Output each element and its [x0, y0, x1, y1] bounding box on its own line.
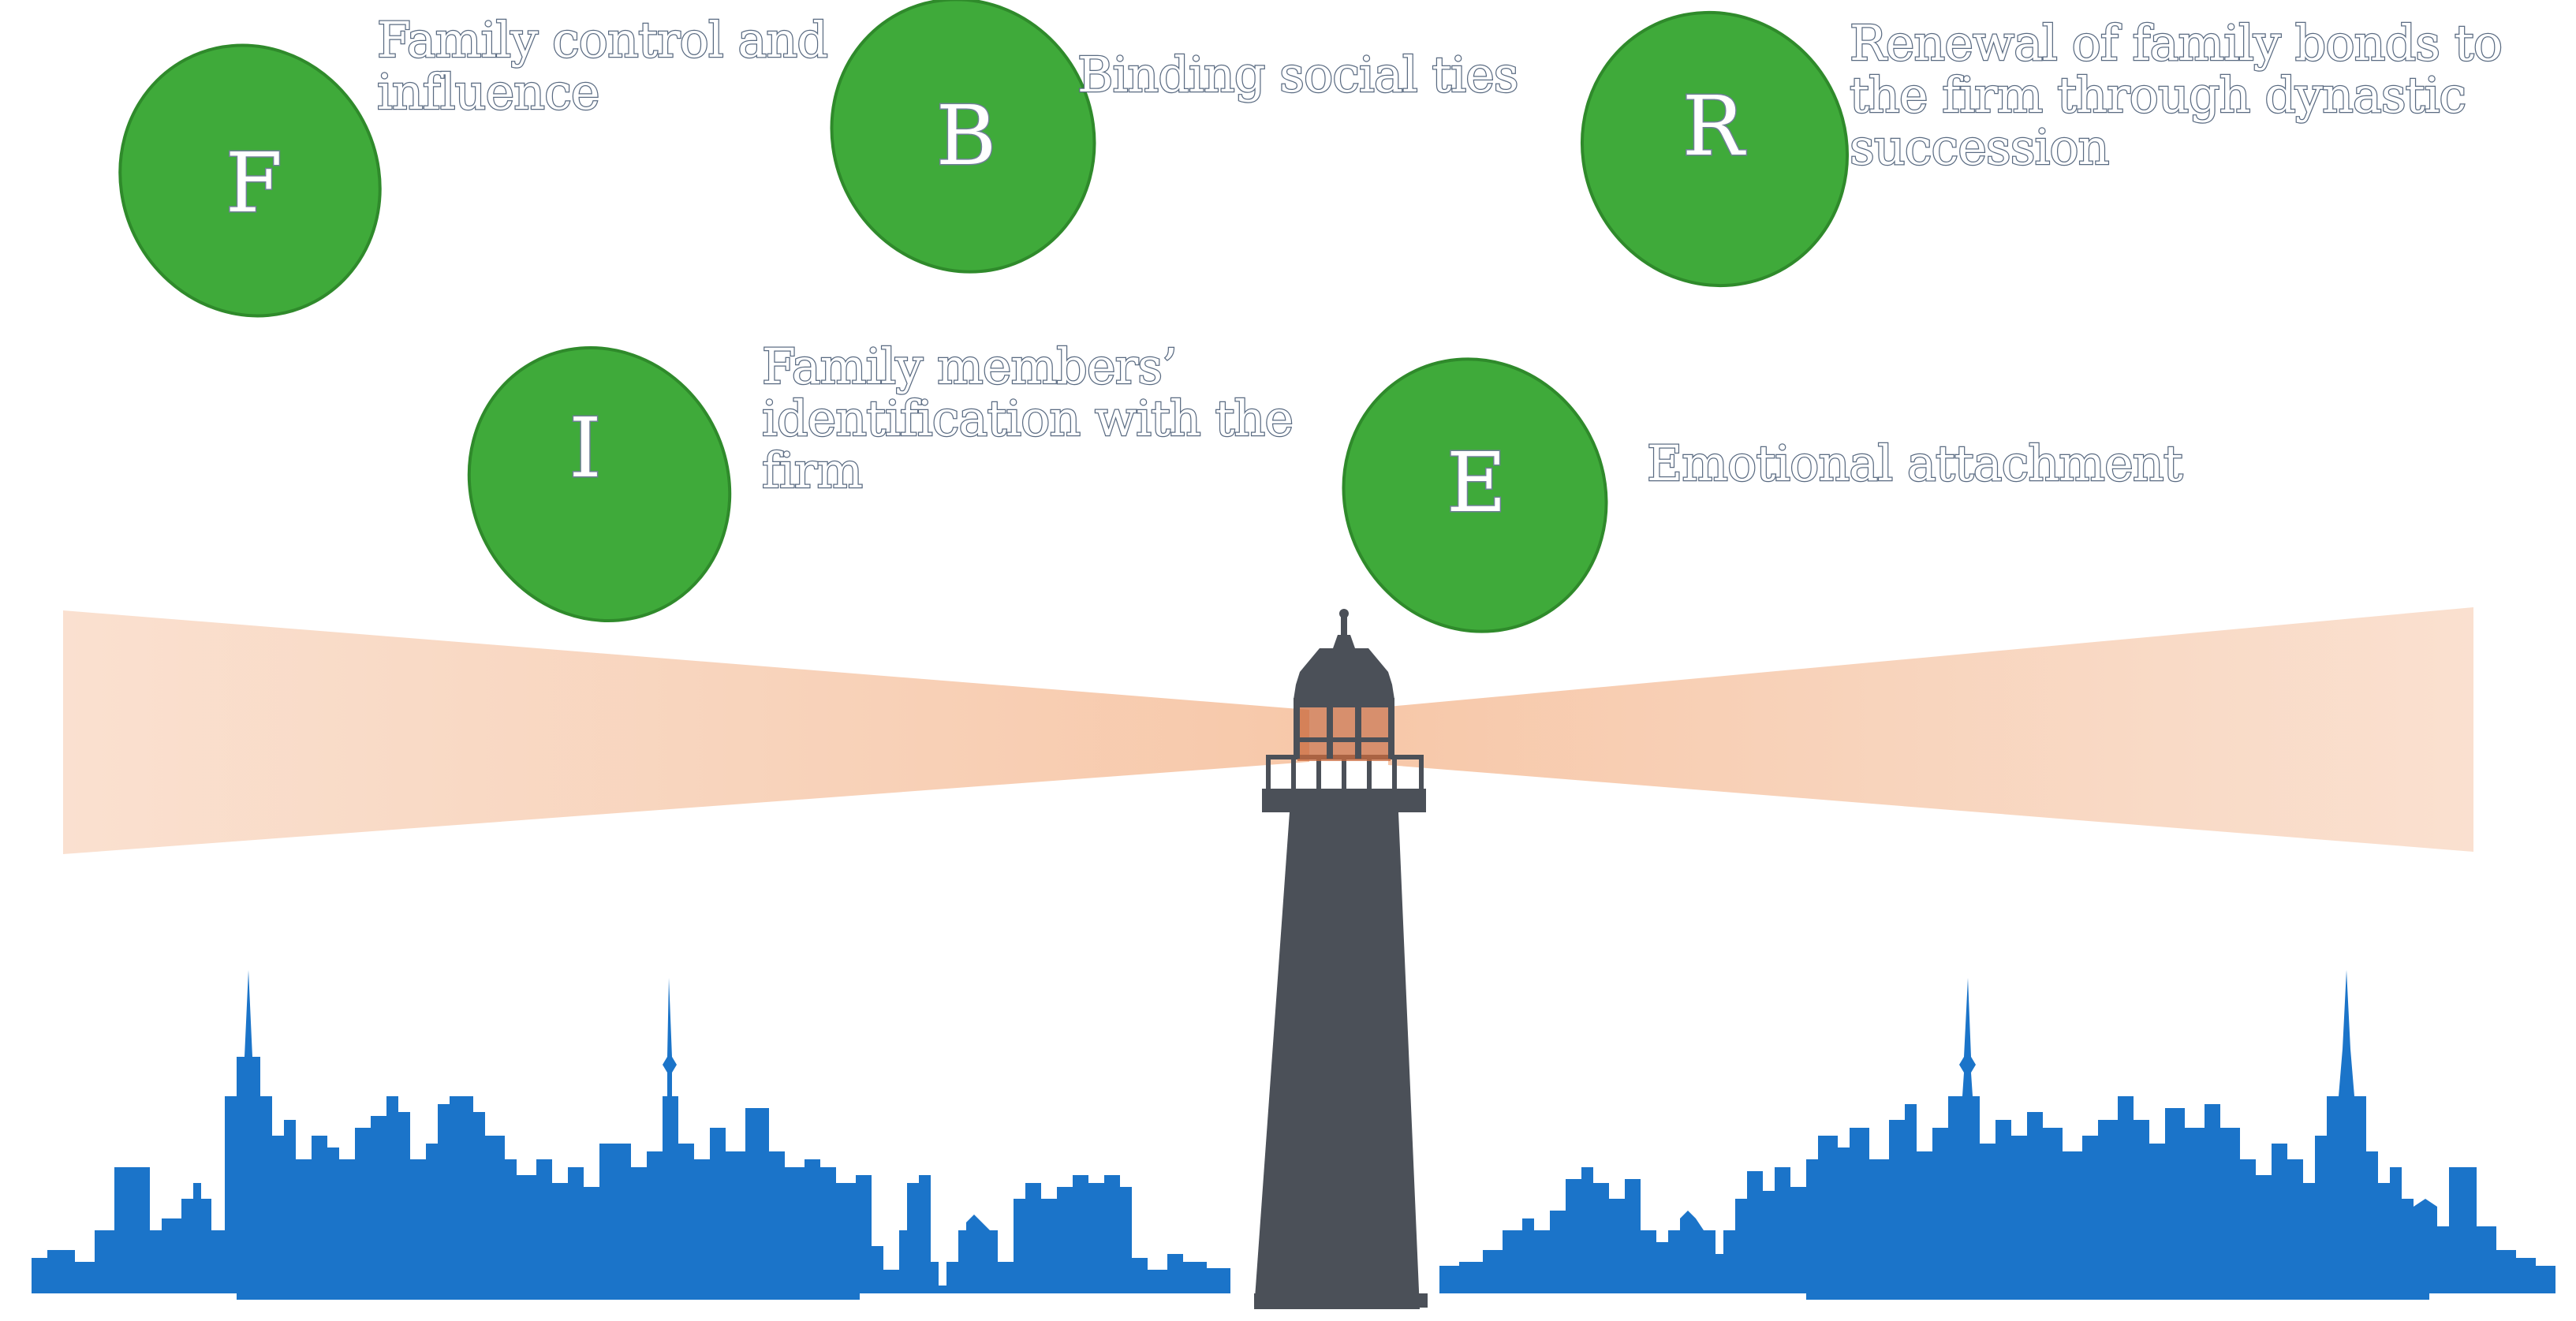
lighthouse-cap	[1333, 635, 1355, 648]
lighthouse-tower	[1254, 812, 1420, 1309]
lighthouse-icon	[1254, 609, 1428, 1309]
ellipse-b	[830, 0, 1096, 274]
label-renewal-of-family-bonds: Renewal of family bonds to the firm thro…	[1849, 14, 2504, 176]
letter-e: E	[1447, 435, 1506, 531]
ellipse-r	[1580, 10, 1850, 288]
lighthouse-base	[1254, 1293, 1428, 1308]
element-f: F	[118, 43, 382, 318]
element-b: B	[830, 0, 1096, 274]
label-binding-social-ties: Binding social ties	[1077, 46, 1520, 103]
lighthouse-lantern-glow	[1297, 706, 1391, 761]
element-r: R	[1580, 10, 1850, 288]
letter-i: I	[569, 400, 601, 496]
element-e: E	[1342, 357, 1608, 633]
city-skyline-right	[1439, 970, 2555, 1300]
element-i: I	[467, 345, 732, 623]
lighthouse-finial	[1339, 609, 1349, 618]
light-beam-icon	[63, 607, 2473, 854]
letter-b: B	[936, 88, 996, 184]
lighthouse-gallery	[1262, 789, 1426, 812]
ellipse-f	[118, 43, 382, 318]
lighthouse-railing	[1266, 755, 1424, 789]
ellipse-i	[467, 345, 732, 623]
ellipse-e	[1342, 357, 1608, 633]
city-skyline-left	[32, 970, 1230, 1300]
label-identification: Family members’ identification with the …	[761, 338, 1295, 499]
light-beam-left	[63, 610, 1309, 854]
label-family-control: Family control and influence	[376, 11, 829, 121]
lighthouse-lantern-frame	[1294, 698, 1394, 759]
light-beam-right	[1388, 607, 2473, 852]
letter-r: R	[1682, 78, 1746, 174]
label-emotional-attachment: Emotional attachment	[1646, 435, 2184, 492]
letter-f: F	[226, 135, 282, 231]
lighthouse-roof	[1294, 648, 1394, 700]
